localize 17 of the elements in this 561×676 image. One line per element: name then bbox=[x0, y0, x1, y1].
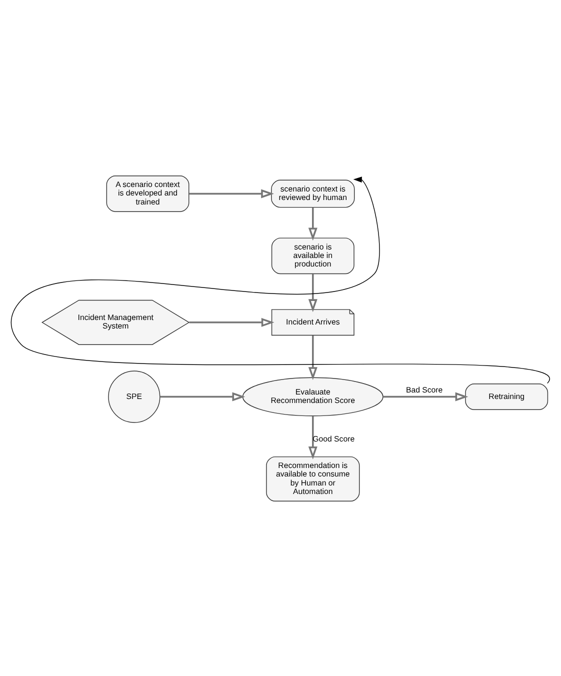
arrow bbox=[308, 206, 318, 240]
arrow bbox=[189, 188, 274, 198]
node-box: scenario context is reviewed by human bbox=[271, 179, 355, 208]
edge-label: Bad Score bbox=[406, 384, 443, 394]
node-box: scenario is available in production bbox=[271, 237, 354, 274]
node-box: A scenario context is developed and trained bbox=[106, 175, 190, 212]
arrow bbox=[189, 317, 274, 326]
arrow bbox=[160, 392, 246, 401]
arrow bbox=[308, 274, 318, 312]
arrow bbox=[383, 392, 468, 401]
arrow bbox=[308, 416, 318, 459]
node-ellipse: Evalauate Recommendation Score bbox=[242, 376, 384, 416]
node-circle: SPE bbox=[108, 370, 160, 422]
edge-label: Good Score bbox=[312, 434, 355, 444]
arrow bbox=[308, 335, 318, 380]
node-box: Recommendation is available to consume by Human or Automation bbox=[266, 456, 360, 501]
node-box: Retraining bbox=[465, 383, 548, 410]
